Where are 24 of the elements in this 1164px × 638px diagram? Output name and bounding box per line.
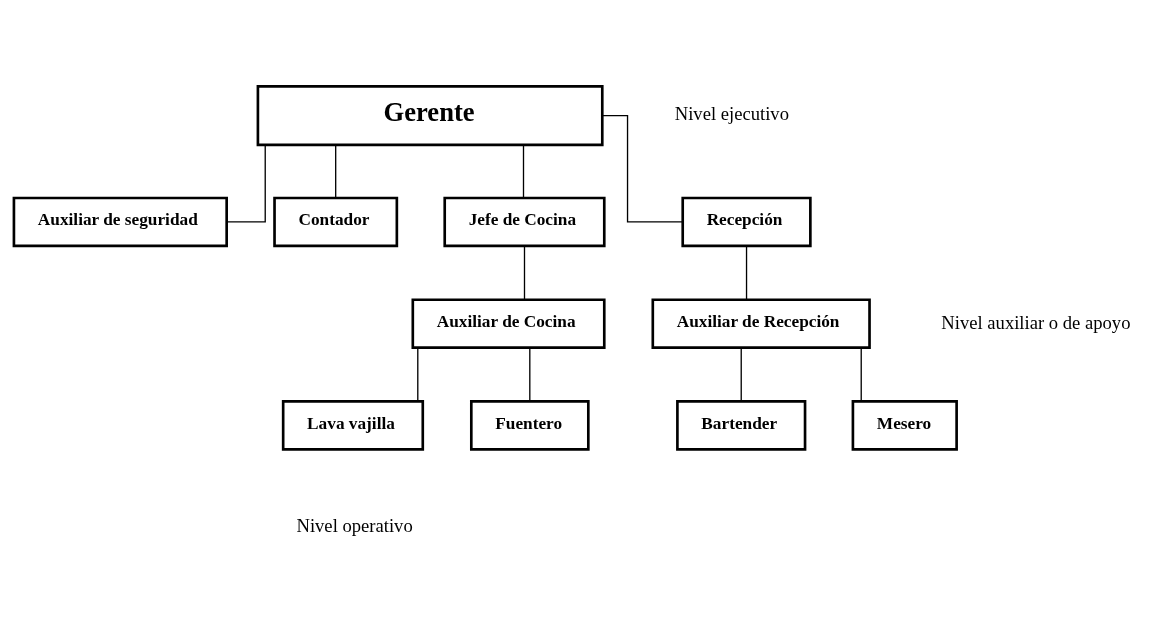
- connector: [601, 114, 684, 223]
- node-box: Auxiliar de Recepción: [651, 298, 871, 349]
- connector: [529, 347, 531, 402]
- connector: [417, 347, 419, 402]
- node-box: Lava vajilla: [281, 400, 425, 451]
- connector: [335, 144, 337, 199]
- node-box: Mesero: [851, 400, 958, 451]
- node-box: Auxiliar de Cocina: [411, 298, 606, 349]
- node-box: Bartender: [676, 400, 807, 451]
- node-box: Gerente: [256, 85, 604, 147]
- connector: [522, 144, 525, 199]
- node-box: Contador: [273, 196, 399, 248]
- node-box: Jefe de Cocina: [443, 196, 606, 248]
- label: Nivel operativo: [296, 515, 413, 536]
- connector: [860, 347, 862, 402]
- label: Nivel ejecutivo: [674, 103, 789, 125]
- node-box: Recepción: [681, 196, 812, 248]
- connector: [740, 347, 742, 402]
- connector: [226, 144, 266, 223]
- connector: [523, 245, 526, 301]
- label: Nivel auxiliar o de apoyo: [941, 311, 1131, 333]
- node-box: Fuentero: [470, 400, 590, 451]
- connector: [745, 245, 748, 301]
- node-box: Auxiliar de seguridad: [12, 196, 228, 248]
